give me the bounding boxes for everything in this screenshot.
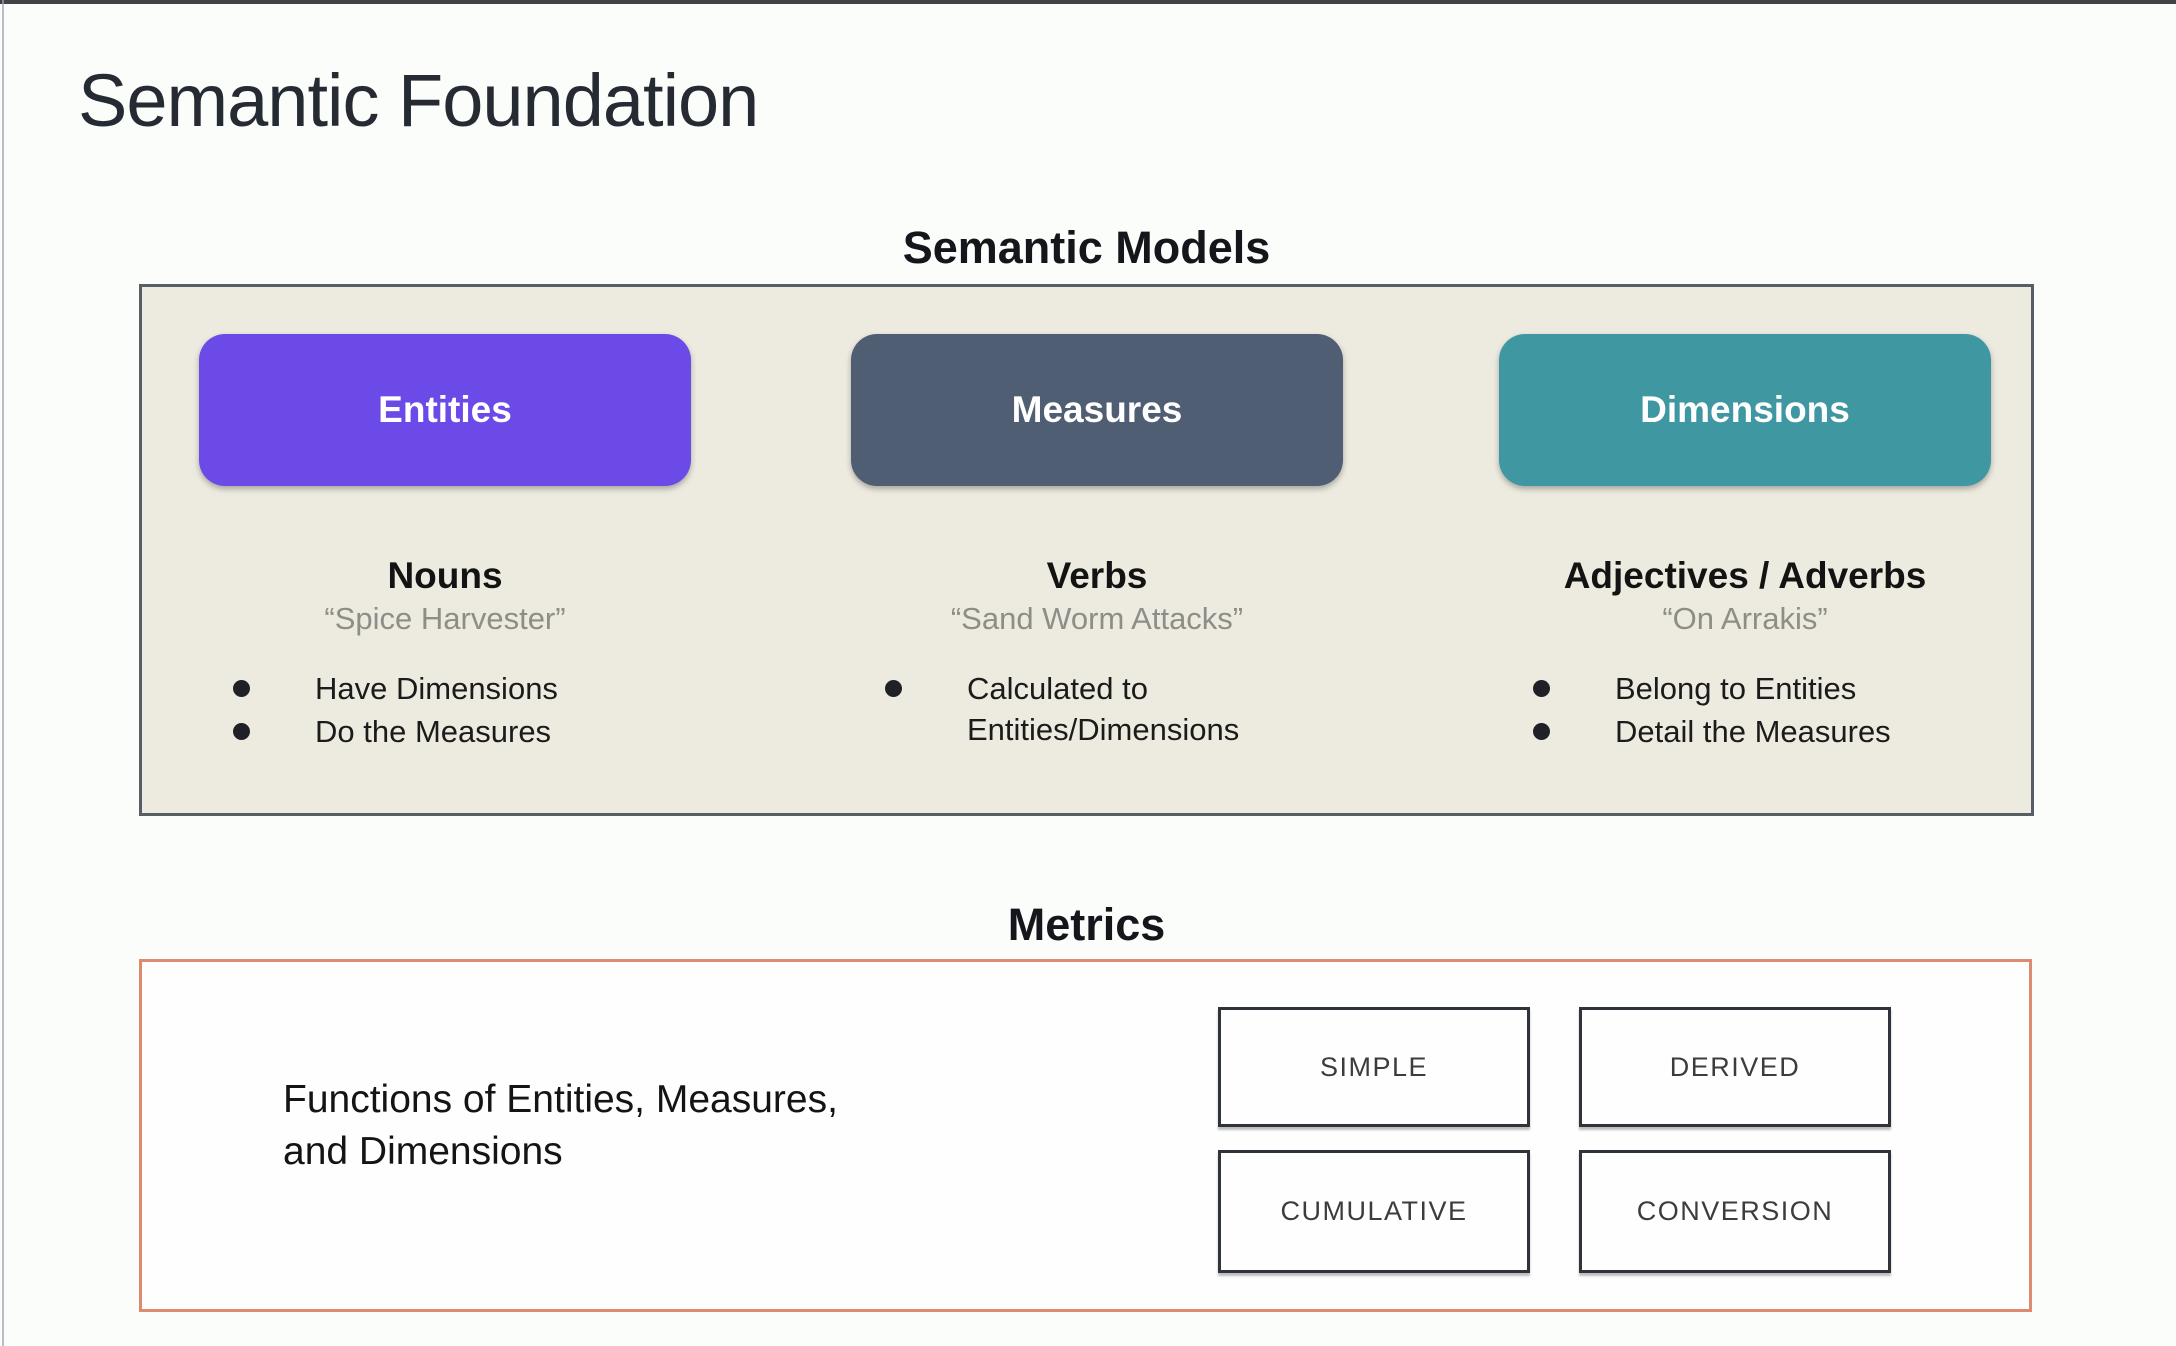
metric-type-simple: SIMPLE xyxy=(1218,1007,1530,1127)
column-entities: Entities Nouns “Spice Harvester” Have Di… xyxy=(185,334,705,754)
measures-bullet-list: Calculated to Entities/Dimensions xyxy=(837,668,1357,750)
dimensions-button: Dimensions xyxy=(1499,334,1991,486)
entities-button: Entities xyxy=(199,334,691,486)
bullet-item: Detail the Measures xyxy=(1485,711,2005,752)
column-dimensions: Dimensions Adjectives / Adverbs “On Arra… xyxy=(1485,334,2005,754)
metric-type-conversion: CONVERSION xyxy=(1579,1150,1891,1273)
metrics-heading: Metrics xyxy=(1007,899,1166,950)
dimensions-example-quote: “On Arrakis” xyxy=(1662,601,1828,636)
bullet-item: Belong to Entities xyxy=(1485,668,2005,709)
left-edge-line xyxy=(2,0,4,1346)
metrics-description: Functions of Entities, Measures, and Dim… xyxy=(283,1074,838,1178)
metric-type-label: CUMULATIVE xyxy=(1280,1196,1468,1226)
metric-type-cumulative: CUMULATIVE xyxy=(1218,1150,1530,1273)
bullet-item: Have Dimensions xyxy=(185,668,705,709)
bullet-item: Do the Measures xyxy=(185,711,705,752)
semantic-models-panel: Entities Nouns “Spice Harvester” Have Di… xyxy=(139,284,2034,816)
column-measures: Measures Verbs “Sand Worm Attacks” Calcu… xyxy=(837,334,1357,752)
entities-example-quote: “Spice Harvester” xyxy=(324,601,566,636)
measures-word-type: Verbs xyxy=(1046,555,1148,596)
metrics-description-line2: and Dimensions xyxy=(283,1130,563,1173)
entities-bullet-list: Have Dimensions Do the Measures xyxy=(185,668,705,752)
semantic-models-heading: Semantic Models xyxy=(902,222,1271,273)
page-title: Semantic Foundation xyxy=(78,59,759,142)
dimensions-bullet-list: Belong to Entities Detail the Measures xyxy=(1485,668,2005,752)
dimensions-word-type: Adjectives / Adverbs xyxy=(1563,555,1927,596)
measures-button: Measures xyxy=(851,334,1343,486)
bullet-item: Calculated to Entities/Dimensions xyxy=(837,668,1357,750)
metric-type-label: CONVERSION xyxy=(1636,1196,1834,1226)
metric-type-label: DERIVED xyxy=(1669,1051,1801,1082)
top-edge-line xyxy=(0,0,2176,4)
metric-type-derived: DERIVED xyxy=(1579,1007,1891,1127)
metric-type-label: SIMPLE xyxy=(1319,1051,1429,1082)
measures-example-quote: “Sand Worm Attacks” xyxy=(950,601,1244,636)
entities-word-type: Nouns xyxy=(387,555,503,596)
metrics-panel: Functions of Entities, Measures, and Dim… xyxy=(139,959,2032,1312)
metrics-description-line1: Functions of Entities, Measures, xyxy=(283,1078,838,1121)
